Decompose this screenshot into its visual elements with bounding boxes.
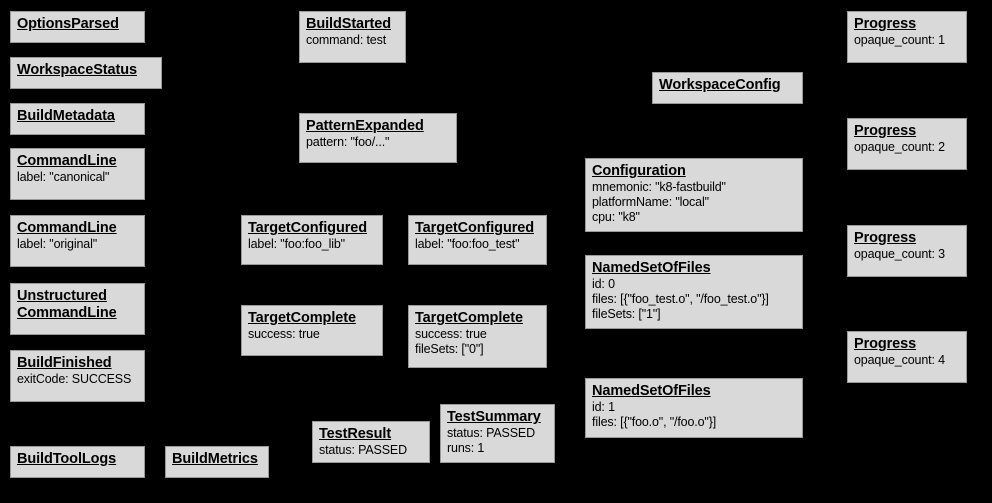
node-unstructured-command-line[interactable]: Unstructured CommandLine	[10, 283, 145, 335]
node-title: WorkspaceConfig	[659, 77, 781, 93]
node-title: Progress	[854, 123, 917, 139]
node-title: TestSummary	[447, 409, 541, 425]
node-field: fileSets: ["1"]	[592, 306, 661, 321]
node-title: BuildFinished	[17, 355, 112, 371]
node-title: NamedSetOfFiles	[592, 260, 711, 276]
node-title: BuildMetrics	[172, 451, 258, 467]
node-field: runs: 1	[447, 440, 485, 455]
node-workspace-status[interactable]: WorkspaceStatus	[10, 57, 162, 89]
node-title: Progress	[854, 230, 917, 246]
node-field: fileSets: ["0"]	[415, 341, 484, 356]
node-title: Configuration	[592, 163, 686, 179]
node-field: command: test	[306, 33, 387, 48]
node-title: Unstructured CommandLine	[17, 288, 117, 322]
node-build-metrics[interactable]: BuildMetrics	[165, 446, 269, 478]
node-title: Progress	[854, 336, 917, 352]
node-title: BuildStarted	[306, 16, 392, 32]
node-title: PatternExpanded	[306, 118, 424, 134]
node-field: label: "foo:foo_lib"	[248, 237, 345, 252]
node-build-tool-logs[interactable]: BuildToolLogs	[10, 446, 145, 478]
node-field: label: "canonical"	[17, 170, 110, 185]
node-field: success: true	[248, 327, 320, 342]
node-field: cpu: "k8"	[592, 209, 640, 224]
node-field: status: PASSED	[319, 443, 407, 458]
node-title: TestResult	[319, 426, 392, 442]
node-field: pattern: "foo/..."	[306, 135, 390, 150]
node-title: BuildToolLogs	[17, 451, 117, 467]
node-field: files: [{"foo_test.o", "/foo_test.o"}]	[592, 291, 769, 306]
node-title: CommandLine	[17, 153, 117, 169]
node-field: success: true	[415, 327, 487, 342]
node-title: CommandLine	[17, 220, 117, 236]
node-title: TargetComplete	[248, 310, 356, 326]
node-field: id: 1	[592, 400, 615, 415]
node-title: Progress	[854, 16, 917, 32]
node-field: platformName: "local"	[592, 194, 709, 209]
node-field: label: "original"	[17, 237, 97, 252]
node-title: TargetComplete	[415, 310, 523, 326]
node-field: status: PASSED	[447, 426, 535, 441]
node-field: label: "foo:foo_test"	[415, 237, 520, 252]
node-title: TargetConfigured	[415, 220, 534, 236]
node-title: BuildMetadata	[17, 108, 115, 124]
node-title: OptionsParsed	[17, 16, 119, 32]
node-build-metadata[interactable]: BuildMetadata	[10, 103, 145, 135]
node-field: opaque_count: 2	[854, 140, 945, 155]
node-options-parsed[interactable]: OptionsParsed	[10, 11, 145, 43]
node-field: opaque_count: 3	[854, 247, 945, 262]
node-field: exitCode: SUCCESS	[17, 372, 132, 387]
node-title: WorkspaceStatus	[17, 62, 137, 78]
node-workspace-config[interactable]: WorkspaceConfig	[652, 72, 803, 104]
node-field: id: 0	[592, 277, 615, 292]
node-field: opaque_count: 1	[854, 33, 945, 48]
node-field: files: [{"foo.o", "/foo.o"}]	[592, 414, 717, 429]
node-field: opaque_count: 4	[854, 353, 945, 368]
node-field: mnemonic: "k8-fastbuild"	[592, 180, 726, 195]
node-title: NamedSetOfFiles	[592, 383, 711, 399]
node-title: TargetConfigured	[248, 220, 367, 236]
